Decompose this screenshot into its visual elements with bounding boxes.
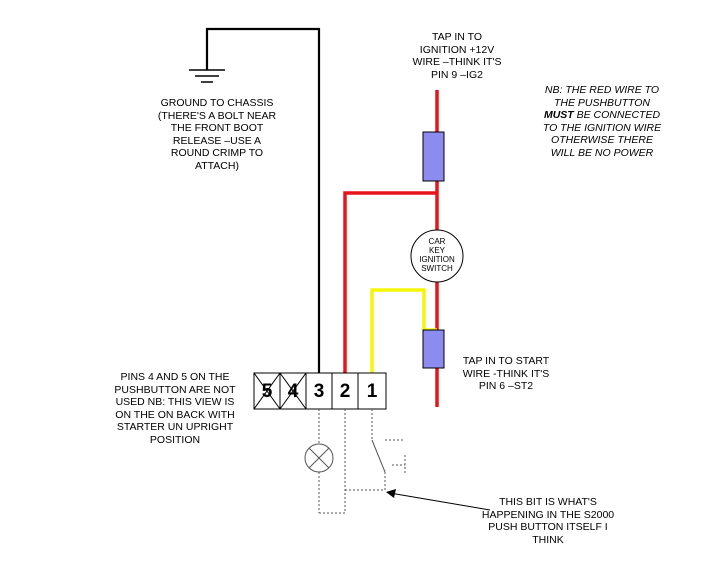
lamp-symbol xyxy=(304,443,334,473)
callout-arrow xyxy=(389,492,491,511)
ignition-switch-circle xyxy=(410,229,464,283)
pin-5-label: 5 xyxy=(261,381,273,402)
ground-symbol xyxy=(189,69,225,83)
tap-ignition-label: TAP IN TO IGNITION +12V WIRE –THINK IT'S… xyxy=(412,31,502,81)
ground-label: GROUND TO CHASSIS (THERE'S A BOLT NEAR T… xyxy=(157,97,277,172)
unused-pin-crosses xyxy=(253,372,307,410)
pins-note: PINS 4 AND 5 ON THE PUSHBUTTON ARE NOT U… xyxy=(114,371,236,446)
callout-arrowhead xyxy=(386,489,396,498)
pin-2-label: 2 xyxy=(339,381,351,402)
ignition-tap-connector xyxy=(422,131,445,182)
red-wire-to-pin2 xyxy=(343,191,437,373)
ignition-switch-label: CAR KEY IGNITION SWITCH xyxy=(419,237,455,273)
switch-blade xyxy=(371,439,386,473)
pushbutton-internal-circuit xyxy=(318,409,406,514)
pin-3-label: 3 xyxy=(313,381,325,402)
pin-4-label: 4 xyxy=(287,381,299,402)
start-tap-connector xyxy=(422,329,445,369)
pin-1-label: 1 xyxy=(366,381,378,402)
tap-start-label: TAP IN TO START WIRE -THINK IT'S PIN 6 –… xyxy=(462,355,550,392)
red-wire-warning: NB: THE RED WIRE TO THE PUSHBUTTON MUST … xyxy=(542,84,662,159)
ground-wire xyxy=(205,27,321,373)
pushbutton-note: THIS BIT IS WHAT'S HAPPENING IN THE S200… xyxy=(481,496,615,546)
